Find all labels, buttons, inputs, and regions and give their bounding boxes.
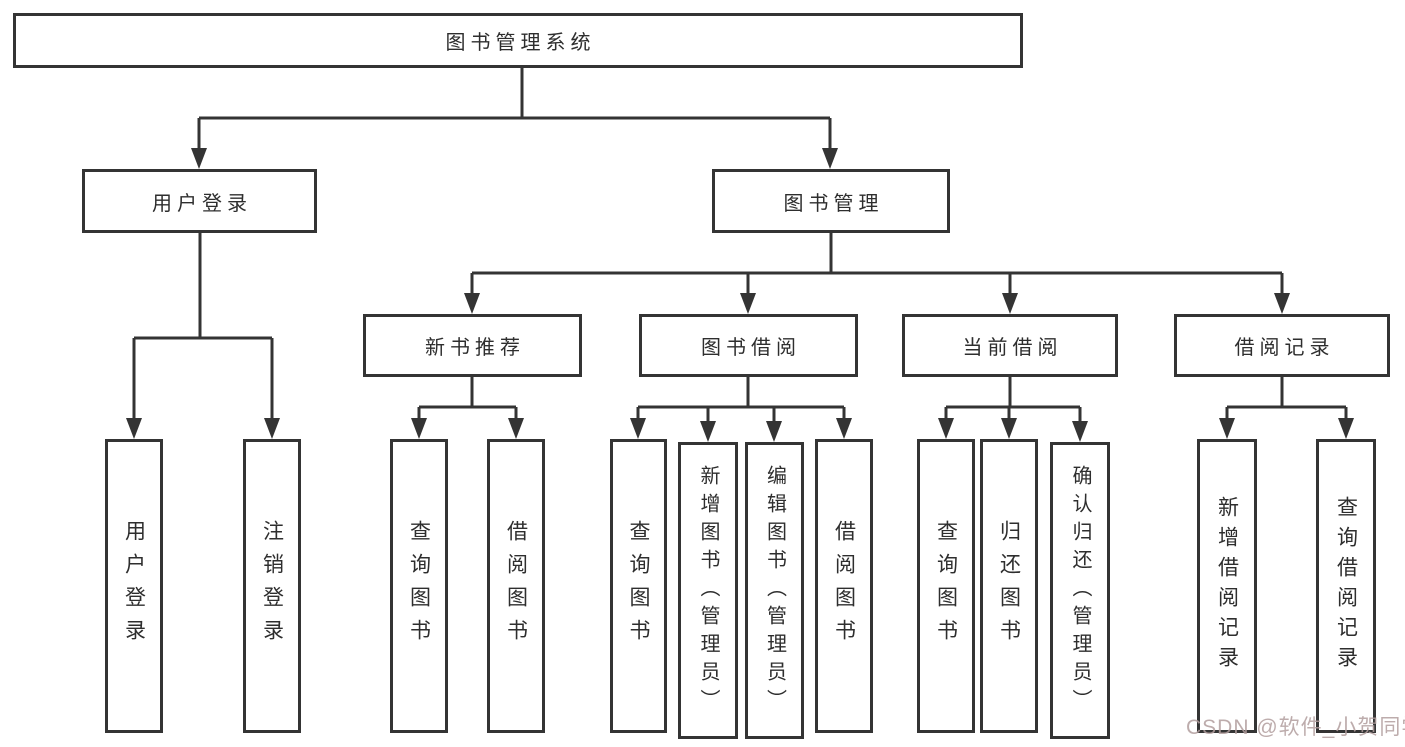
leaf-logout: 注销登录	[243, 439, 301, 733]
leaf-query-books-borrowing: 查询图书	[610, 439, 667, 733]
leaf-query-borrow-record: 查询借阅记录	[1316, 439, 1376, 733]
node-current-borrowing: 当前借阅	[902, 314, 1118, 377]
node-book-borrowing: 图书借阅	[639, 314, 858, 377]
node-user-login: 用户登录	[82, 169, 317, 233]
node-new-book-recommend: 新书推荐	[363, 314, 582, 377]
node-root-system: 图书管理系统	[13, 13, 1023, 68]
node-book-management: 图书管理	[712, 169, 950, 233]
leaf-add-borrow-record: 新增借阅记录	[1197, 439, 1257, 733]
leaf-query-books-current: 查询图书	[917, 439, 975, 733]
leaf-add-book-admin: 新增图书（管理员）	[678, 442, 738, 739]
leaf-user-login: 用户登录	[105, 439, 163, 733]
leaf-edit-book-admin: 编辑图书（管理员）	[745, 442, 804, 739]
csdn-watermark: CSDN @软件_小贺同学	[1186, 716, 1405, 739]
leaf-borrow-books-borrowing: 借阅图书	[815, 439, 873, 733]
leaf-return-books: 归还图书	[980, 439, 1038, 733]
leaf-borrow-books-recommend: 借阅图书	[487, 439, 545, 733]
leaf-confirm-return-admin: 确认归还（管理员）	[1050, 442, 1110, 739]
leaf-query-books-recommend: 查询图书	[390, 439, 448, 733]
node-borrow-records: 借阅记录	[1174, 314, 1390, 377]
